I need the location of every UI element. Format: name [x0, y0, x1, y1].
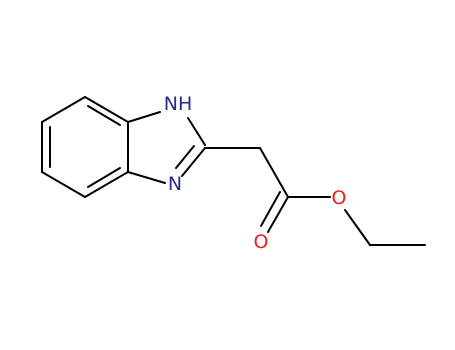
double-bond-inner-1 — [87, 105, 121, 126]
bond-ch2-carbonyl — [259, 147, 289, 198]
acetate-chain — [204, 147, 426, 246]
nh-atom-label: NH — [164, 93, 193, 115]
o-carbonyl-atom-label: O — [254, 231, 269, 253]
bond-c7a-c7 — [84, 171, 129, 198]
n-atom-label: N — [168, 173, 182, 195]
double-bond-inner-2 — [87, 167, 121, 188]
o-ester-atom-label: O — [332, 187, 347, 209]
imidazole-ring — [127, 111, 206, 184]
bond-n1-c2 — [187, 117, 206, 146]
benzene-ring — [41, 96, 129, 198]
bond-n3-c7a — [127, 171, 166, 184]
bond-c2-n3 — [181, 147, 206, 177]
bond-c7-c6 — [41, 171, 86, 198]
bond-carbonyl-o-double — [260, 191, 281, 227]
bond-c2-n3-double — [175, 145, 195, 169]
bond-c5-c4 — [41, 96, 86, 123]
bond-oester-ch2 — [344, 209, 371, 246]
bond-c3a-n1 — [127, 111, 161, 123]
bond-c4-c3a — [84, 96, 129, 123]
bond-carbonyl-o — [267, 196, 289, 233]
